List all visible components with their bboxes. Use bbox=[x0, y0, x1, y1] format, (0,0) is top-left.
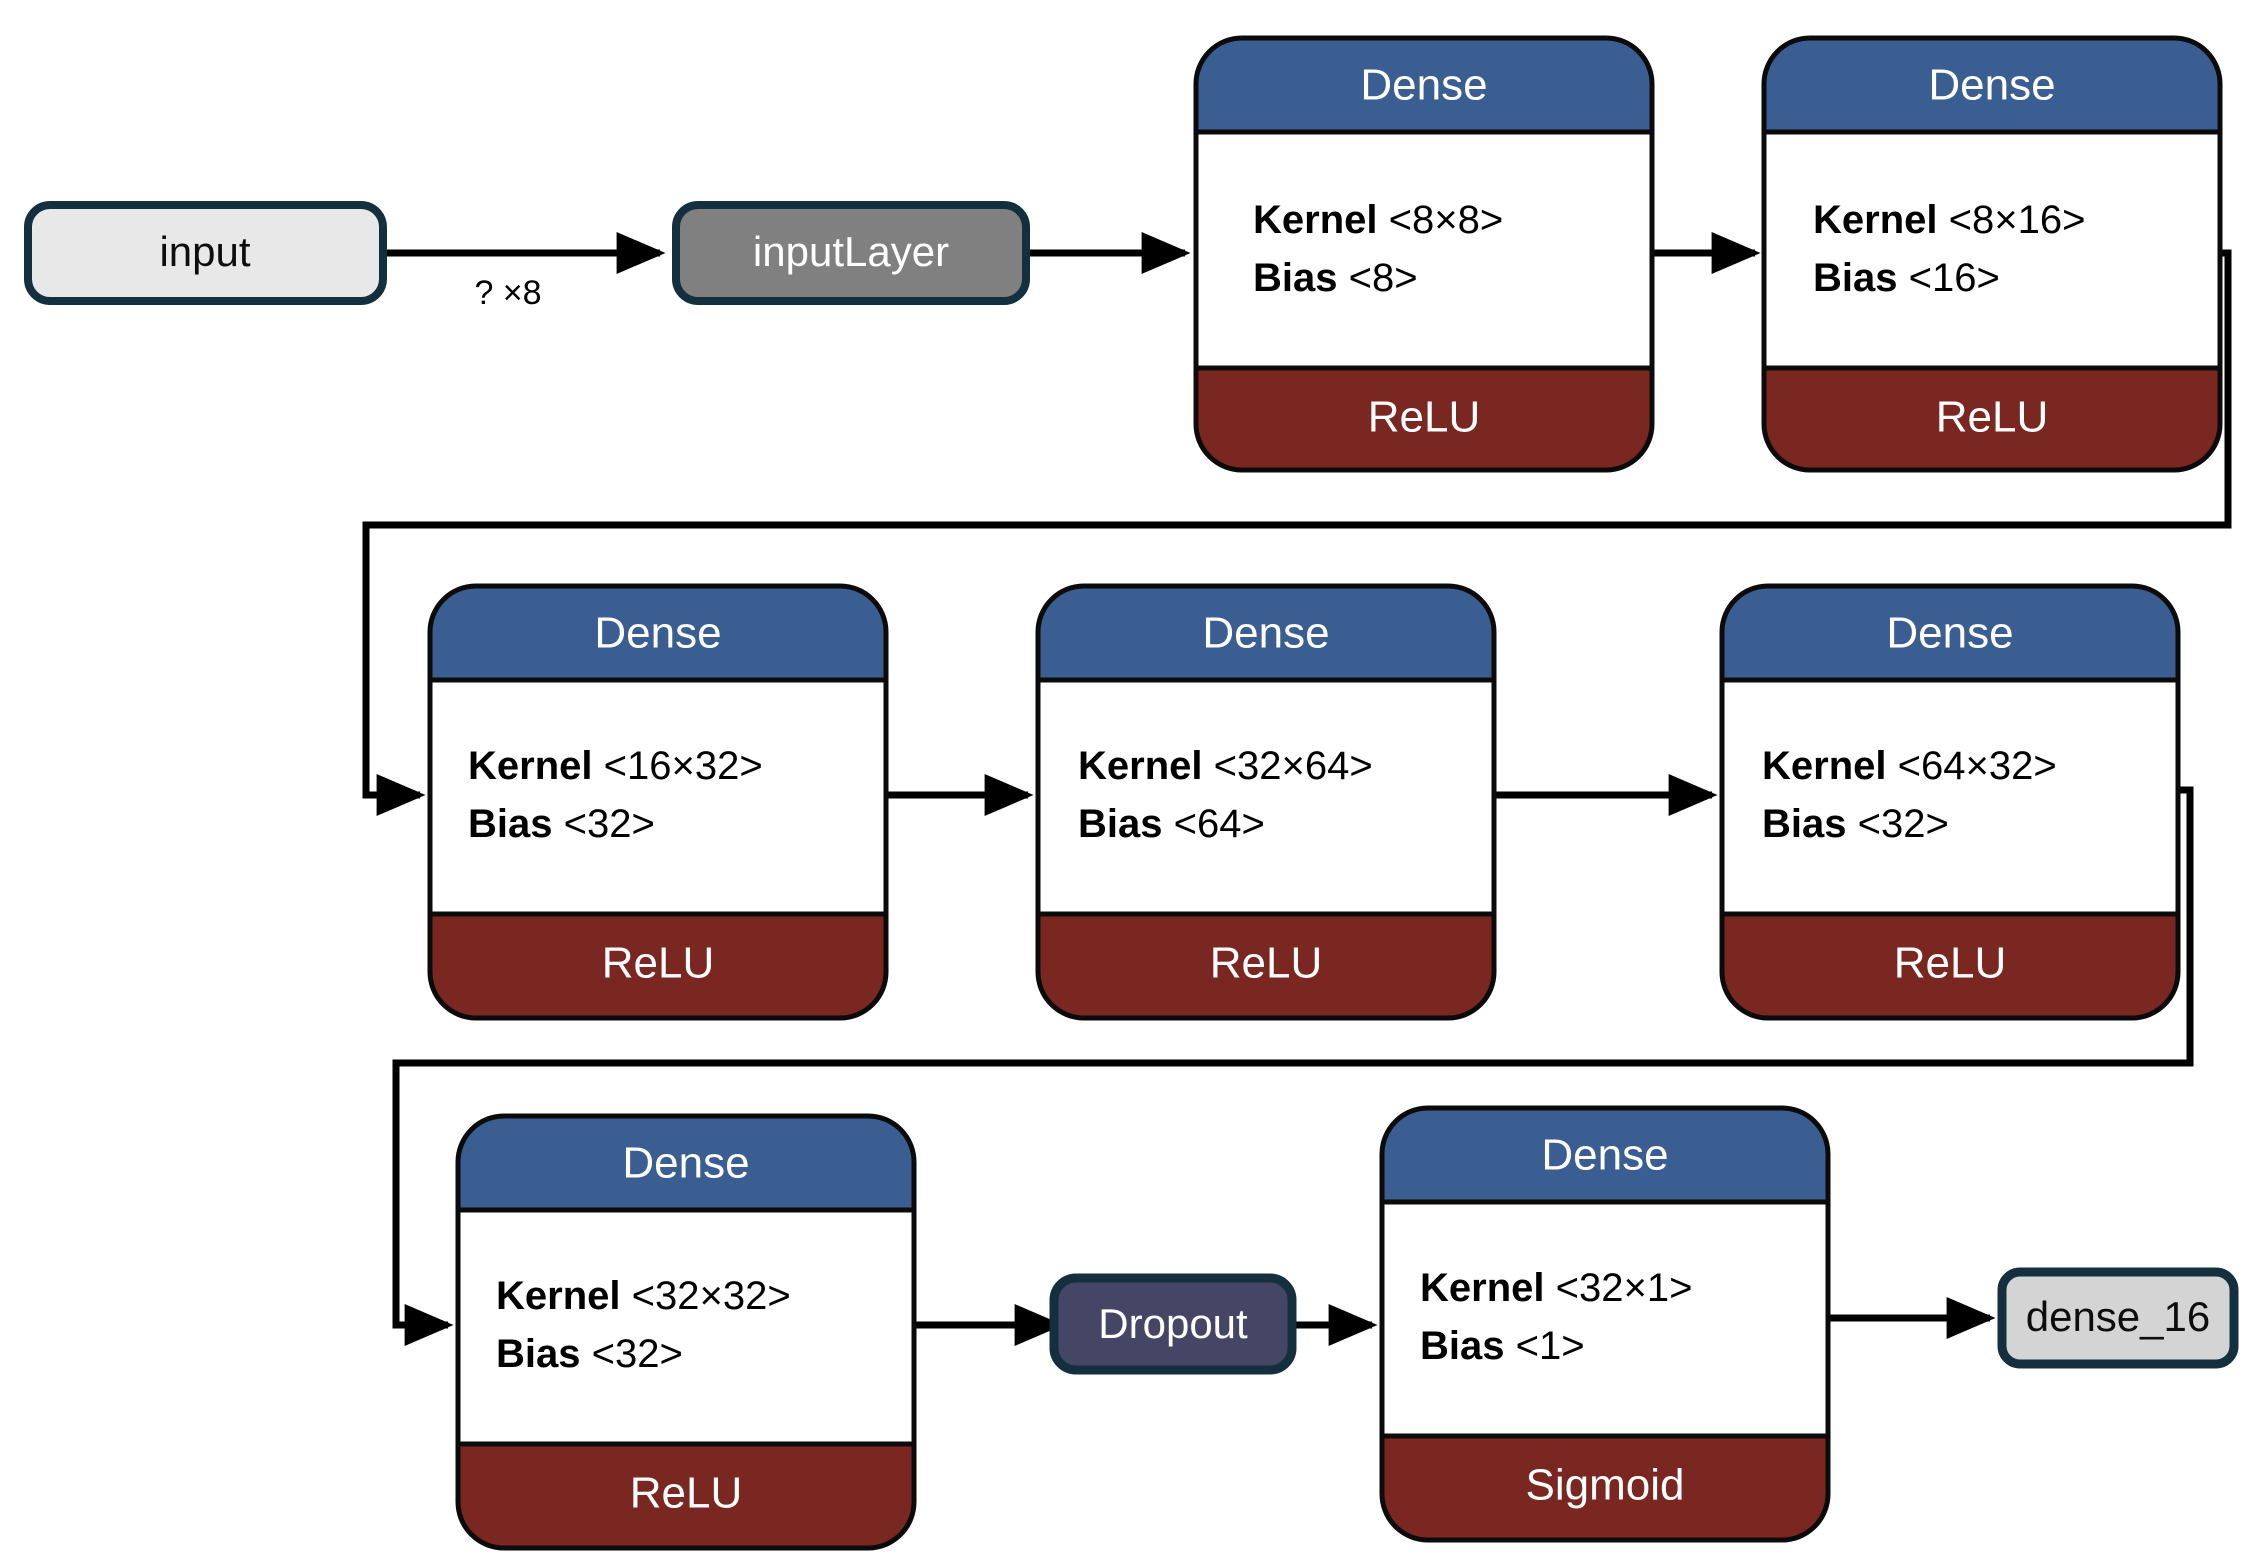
dense5-header-band bbox=[1722, 586, 2178, 680]
output-node-label: dense_16 bbox=[2026, 1293, 2211, 1340]
dense7-activation-band bbox=[1382, 1436, 1828, 1540]
edge-dense2-to-dense3-wrap bbox=[362, 249, 2232, 816]
dense3-kernel-key: Kernel bbox=[468, 744, 593, 788]
dense6-kernel-key: Kernel bbox=[496, 1274, 621, 1318]
edge-label-input-shape: ? ×8 bbox=[474, 274, 541, 312]
dense4-header-band bbox=[1038, 586, 1494, 680]
dense6-activation-label: ReLU bbox=[630, 1469, 743, 1518]
dense6-bias-key: Bias bbox=[496, 1332, 581, 1376]
layer-block-dense_1[interactable]: Dense Kernel <8×8> Bias <8> ReLU bbox=[1193, 35, 1655, 473]
edge-dense5-to-dense6-wrap bbox=[392, 786, 2194, 1346]
dense2-kernel-row: Kernel <8×16> bbox=[1813, 198, 2085, 242]
dense6-activation-band bbox=[458, 1444, 914, 1548]
dense1-kernel-key: Kernel bbox=[1253, 198, 1378, 242]
dense5-bias-key: Bias bbox=[1762, 802, 1847, 846]
dense3-activation-label: ReLU bbox=[602, 939, 715, 988]
layer-block-dense_4[interactable]: Dense Kernel <32×64> Bias <64> ReLU bbox=[1035, 583, 1497, 1021]
dense2-activation-label: ReLU bbox=[1936, 393, 2049, 442]
dense5-kernel-row: Kernel <64×32> bbox=[1762, 744, 2057, 788]
dropout-node-shape[interactable] bbox=[1049, 1273, 1297, 1375]
dense3-kernel-value: <16×32> bbox=[604, 744, 763, 788]
dense1-kernel-row: Kernel <8×8> bbox=[1253, 198, 1503, 242]
dropout-node-label: Dropout bbox=[1098, 1300, 1248, 1347]
dense6-header-band bbox=[458, 1116, 914, 1210]
dense1-bias-key: Bias bbox=[1253, 256, 1338, 300]
layer-block-dense_5[interactable]: Dense Kernel <64×32> Bias <32> ReLU bbox=[1719, 583, 2181, 1021]
dense6-title: Dense bbox=[622, 1139, 749, 1188]
dense1-activation-label: ReLU bbox=[1368, 393, 1481, 442]
node-input-layer[interactable]: inputLayer bbox=[672, 201, 1030, 305]
dense3-bias-row: Bias <32> bbox=[468, 802, 655, 846]
layer-block-dense_7[interactable]: Dense Kernel <32×1> Bias <1> Sigmoid bbox=[1379, 1105, 1831, 1543]
dense5-kernel-key: Kernel bbox=[1762, 744, 1887, 788]
dense1-bias-value: <8> bbox=[1349, 256, 1418, 300]
dense2-activation-band bbox=[1764, 368, 2220, 470]
node-input[interactable]: input bbox=[24, 201, 387, 305]
dense7-kernel-value: <32×1> bbox=[1556, 1266, 1693, 1310]
dense7-header-band bbox=[1382, 1108, 1828, 1202]
inputlayer-node-shape[interactable] bbox=[672, 201, 1030, 305]
dense1-bias-row: Bias <8> bbox=[1253, 256, 1418, 300]
dense3-bias-key: Bias bbox=[468, 802, 553, 846]
dense5-bias-row: Bias <32> bbox=[1762, 802, 1949, 846]
dense4-kernel-value: <32×64> bbox=[1214, 744, 1373, 788]
inputlayer-node-label: inputLayer bbox=[753, 228, 949, 275]
dense5-kernel-value: <64×32> bbox=[1898, 744, 2057, 788]
dense1-header-band bbox=[1196, 38, 1652, 132]
dense3-header-band bbox=[430, 586, 886, 680]
dense5-activation-label: ReLU bbox=[1894, 939, 2007, 988]
dense7-activation-label: Sigmoid bbox=[1526, 1461, 1685, 1510]
dense1-activation-band bbox=[1196, 368, 1652, 470]
dense4-title: Dense bbox=[1202, 609, 1329, 658]
dense4-bias-key: Bias bbox=[1078, 802, 1163, 846]
dense3-bias-value: <32> bbox=[564, 802, 655, 846]
output-node-shape[interactable] bbox=[1997, 1267, 2239, 1369]
node-dropout[interactable]: Dropout bbox=[1049, 1273, 1297, 1375]
dense1-kernel-value: <8×8> bbox=[1389, 198, 1504, 242]
dense2-kernel-key: Kernel bbox=[1813, 198, 1938, 242]
dense7-title: Dense bbox=[1541, 1131, 1668, 1180]
dense6-kernel-value: <32×32> bbox=[632, 1274, 791, 1318]
layer-block-dense_2[interactable]: Dense Kernel <8×16> Bias <16> ReLU bbox=[1761, 35, 2223, 473]
dense7-bias-row: Bias <1> bbox=[1420, 1324, 1585, 1368]
node-output[interactable]: dense_16 bbox=[1997, 1267, 2239, 1369]
dense4-kernel-row: Kernel <32×64> bbox=[1078, 744, 1373, 788]
dense5-activation-band bbox=[1722, 914, 2178, 1018]
dense5-bias-value: <32> bbox=[1858, 802, 1949, 846]
dense7-bias-key: Bias bbox=[1420, 1324, 1505, 1368]
dense6-bias-row: Bias <32> bbox=[496, 1332, 683, 1376]
edge-wires bbox=[362, 231, 2232, 1346]
dense4-bias-value: <64> bbox=[1174, 802, 1265, 846]
dense2-header-band bbox=[1764, 38, 2220, 132]
dense7-kernel-key: Kernel bbox=[1420, 1266, 1545, 1310]
layer-block-dense_6[interactable]: Dense Kernel <32×32> Bias <32> ReLU bbox=[455, 1113, 917, 1551]
dense2-bias-value: <16> bbox=[1909, 256, 2000, 300]
dense6-bias-value: <32> bbox=[592, 1332, 683, 1376]
dense3-title: Dense bbox=[594, 609, 721, 658]
dense6-kernel-row: Kernel <32×32> bbox=[496, 1274, 791, 1318]
dense4-activation-band bbox=[1038, 914, 1494, 1018]
dense1-title: Dense bbox=[1360, 61, 1487, 110]
dense4-kernel-key: Kernel bbox=[1078, 744, 1203, 788]
layer-block-dense_3[interactable]: Dense Kernel <16×32> Bias <32> ReLU bbox=[427, 583, 889, 1021]
dense7-kernel-row: Kernel <32×1> bbox=[1420, 1266, 1692, 1310]
dense4-activation-label: ReLU bbox=[1210, 939, 1323, 988]
dense2-kernel-value: <8×16> bbox=[1949, 198, 2086, 242]
dense3-activation-band bbox=[430, 914, 886, 1018]
input-node-shape[interactable] bbox=[24, 201, 387, 305]
dense3-kernel-row: Kernel <16×32> bbox=[468, 744, 763, 788]
input-node-label: input bbox=[159, 228, 250, 275]
dense5-title: Dense bbox=[1886, 609, 2013, 658]
dense2-bias-key: Bias bbox=[1813, 256, 1898, 300]
dense7-bias-value: <1> bbox=[1516, 1324, 1585, 1368]
dense2-bias-row: Bias <16> bbox=[1813, 256, 2000, 300]
dense2-title: Dense bbox=[1928, 61, 2055, 110]
dense4-bias-row: Bias <64> bbox=[1078, 802, 1265, 846]
